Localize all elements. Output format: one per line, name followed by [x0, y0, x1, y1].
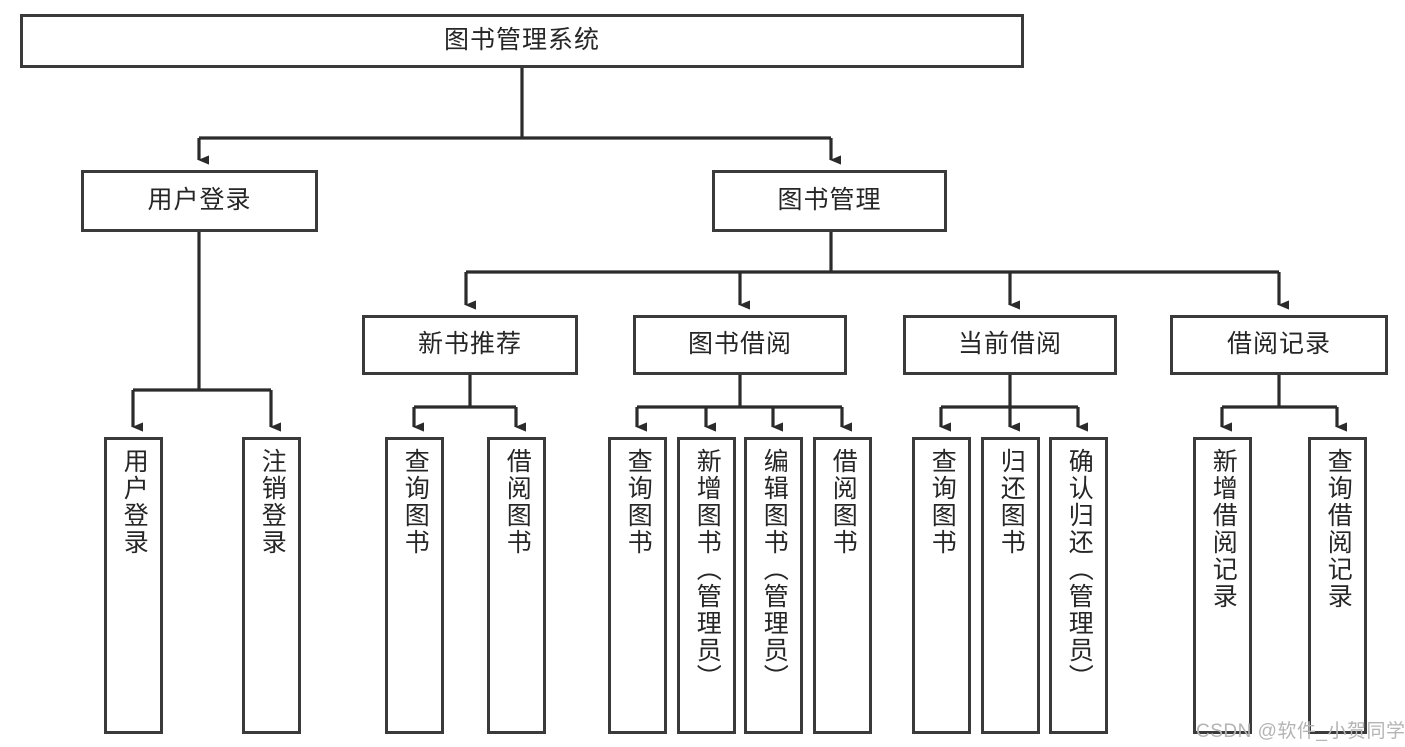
- leaf-borrow-record-add-label: 新增借阅记录: [1209, 448, 1238, 610]
- leaf-book-borrow-add-label: 新增图书（管理员）: [693, 448, 722, 691]
- leaf-user-login-login-label: 用户登录: [120, 448, 149, 556]
- node-new-book-recommend[interactable]: 新书推荐: [362, 315, 578, 375]
- node-current-borrow[interactable]: 当前借阅: [903, 315, 1117, 375]
- node-borrow-record-label: 借阅记录: [1226, 330, 1331, 359]
- node-new-book-recommend-label: 新书推荐: [417, 330, 522, 359]
- node-book-management-label: 图书管理: [777, 186, 882, 215]
- leaf-book-borrow-query-label: 查询图书: [624, 448, 653, 556]
- leaf-new-book-query[interactable]: 查询图书: [385, 437, 444, 734]
- node-current-borrow-label: 当前借阅: [957, 330, 1062, 359]
- leaf-current-borrow-return-label: 归还图书: [997, 448, 1026, 556]
- leaf-new-book-borrow-label: 借阅图书: [503, 448, 532, 556]
- leaf-user-login-logout[interactable]: 注销登录: [242, 437, 301, 734]
- leaf-book-borrow-edit-label: 编辑图书（管理员）: [760, 448, 789, 691]
- node-book-borrow[interactable]: 图书借阅: [633, 315, 847, 375]
- leaf-new-book-borrow[interactable]: 借阅图书: [487, 437, 546, 734]
- leaf-borrow-record-query[interactable]: 查询借阅记录: [1308, 437, 1367, 734]
- leaf-book-borrow-borrow[interactable]: 借阅图书: [813, 437, 872, 734]
- node-borrow-record[interactable]: 借阅记录: [1170, 315, 1388, 375]
- leaf-current-borrow-return[interactable]: 归还图书: [981, 437, 1040, 734]
- leaf-borrow-record-query-label: 查询借阅记录: [1324, 448, 1353, 610]
- leaf-user-login-logout-label: 注销登录: [258, 448, 287, 556]
- leaf-book-borrow-query[interactable]: 查询图书: [608, 437, 667, 734]
- node-book-borrow-label: 图书借阅: [687, 330, 792, 359]
- leaf-new-book-query-label: 查询图书: [401, 448, 430, 556]
- leaf-current-borrow-confirm-return[interactable]: 确认归还（管理员）: [1049, 437, 1108, 734]
- leaf-book-borrow-edit[interactable]: 编辑图书（管理员）: [744, 437, 803, 734]
- node-root-system-label: 图书管理系统: [443, 26, 600, 55]
- node-user-login[interactable]: 用户登录: [81, 170, 318, 232]
- leaf-borrow-record-add[interactable]: 新增借阅记录: [1193, 437, 1252, 734]
- node-book-management[interactable]: 图书管理: [712, 170, 947, 232]
- leaf-current-borrow-confirm-return-label: 确认归还（管理员）: [1065, 448, 1094, 691]
- node-root-system[interactable]: 图书管理系统: [20, 14, 1024, 68]
- leaf-user-login-login[interactable]: 用户登录: [104, 437, 163, 734]
- leaf-book-borrow-borrow-label: 借阅图书: [829, 448, 858, 556]
- leaf-book-borrow-add[interactable]: 新增图书（管理员）: [677, 437, 736, 734]
- leaf-current-borrow-query[interactable]: 查询图书: [912, 437, 971, 734]
- leaf-current-borrow-query-label: 查询图书: [928, 448, 957, 556]
- node-user-login-label: 用户登录: [147, 186, 252, 215]
- csdn-watermark: CSDN @软件_小贺同学: [1196, 721, 1405, 742]
